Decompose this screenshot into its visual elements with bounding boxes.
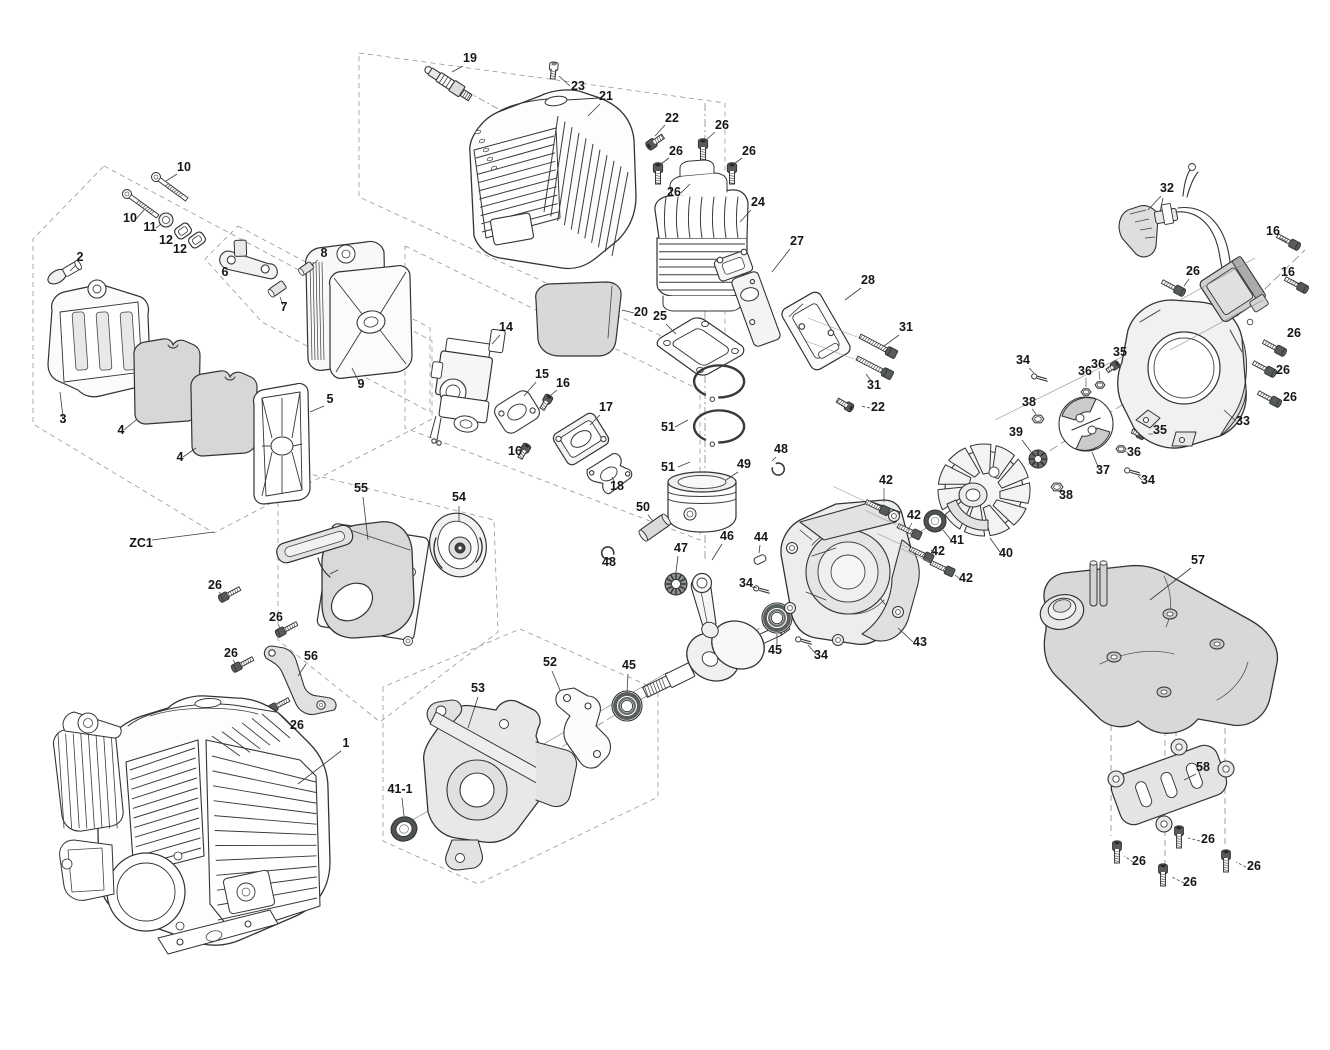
svg-text:3: 3 (60, 412, 67, 426)
svg-text:23: 23 (571, 79, 585, 93)
svg-text:52: 52 (543, 655, 557, 669)
svg-text:42: 42 (879, 473, 893, 487)
svg-text:26: 26 (1186, 264, 1200, 278)
svg-text:14: 14 (499, 320, 513, 334)
svg-text:32: 32 (1160, 181, 1174, 195)
svg-text:41: 41 (950, 533, 964, 547)
svg-text:37: 37 (1096, 463, 1110, 477)
svg-text:12: 12 (159, 233, 173, 247)
svg-text:26: 26 (290, 718, 304, 732)
svg-text:33: 33 (1236, 414, 1250, 428)
svg-text:26: 26 (1276, 363, 1290, 377)
svg-text:22: 22 (871, 400, 885, 414)
svg-text:20: 20 (634, 305, 648, 319)
svg-text:34: 34 (1141, 473, 1155, 487)
svg-text:34: 34 (739, 576, 753, 590)
svg-text:27: 27 (790, 234, 804, 248)
svg-text:38: 38 (1022, 395, 1036, 409)
svg-text:42: 42 (931, 544, 945, 558)
svg-text:47: 47 (674, 541, 688, 555)
svg-text:35: 35 (1153, 423, 1167, 437)
svg-text:9: 9 (358, 377, 365, 391)
svg-text:31: 31 (867, 378, 881, 392)
svg-text:12: 12 (173, 242, 187, 256)
svg-text:6: 6 (222, 265, 229, 279)
svg-text:36: 36 (1078, 364, 1092, 378)
svg-text:16: 16 (556, 376, 570, 390)
svg-text:58: 58 (1196, 760, 1210, 774)
svg-text:22: 22 (665, 111, 679, 125)
svg-text:10: 10 (123, 211, 137, 225)
svg-text:51: 51 (661, 420, 675, 434)
svg-text:21: 21 (599, 89, 613, 103)
svg-text:26: 26 (715, 118, 729, 132)
svg-text:54: 54 (452, 490, 466, 504)
svg-text:56: 56 (304, 649, 318, 663)
svg-text:39: 39 (1009, 425, 1023, 439)
svg-text:26: 26 (1283, 390, 1297, 404)
svg-text:2: 2 (77, 250, 84, 264)
svg-text:17: 17 (599, 400, 613, 414)
svg-text:19: 19 (463, 51, 477, 65)
svg-text:51: 51 (661, 460, 675, 474)
svg-text:26: 26 (1201, 832, 1215, 846)
svg-text:48: 48 (774, 442, 788, 456)
svg-text:26: 26 (669, 144, 683, 158)
svg-text:45: 45 (622, 658, 636, 672)
svg-text:ZC1: ZC1 (129, 536, 153, 550)
svg-text:44: 44 (754, 530, 768, 544)
svg-text:57: 57 (1191, 553, 1205, 567)
svg-text:49: 49 (737, 457, 751, 471)
svg-text:31: 31 (899, 320, 913, 334)
svg-text:26: 26 (269, 610, 283, 624)
svg-text:7: 7 (281, 300, 288, 314)
svg-text:26: 26 (1287, 326, 1301, 340)
svg-text:16: 16 (1281, 265, 1295, 279)
svg-text:40: 40 (999, 546, 1013, 560)
svg-text:50: 50 (636, 500, 650, 514)
svg-text:36: 36 (1127, 445, 1141, 459)
svg-text:26: 26 (742, 144, 756, 158)
svg-text:42: 42 (959, 571, 973, 585)
svg-text:53: 53 (471, 681, 485, 695)
svg-text:34: 34 (1016, 353, 1030, 367)
svg-text:4: 4 (177, 450, 184, 464)
svg-text:18: 18 (610, 479, 624, 493)
svg-text:41-1: 41-1 (387, 782, 412, 796)
svg-text:35: 35 (1113, 345, 1127, 359)
svg-text:26: 26 (208, 578, 222, 592)
svg-text:26: 26 (1132, 854, 1146, 868)
svg-text:16: 16 (1266, 224, 1280, 238)
svg-text:8: 8 (321, 246, 328, 260)
svg-text:36: 36 (1091, 357, 1105, 371)
svg-text:16: 16 (508, 444, 522, 458)
svg-text:38: 38 (1059, 488, 1073, 502)
svg-text:43: 43 (913, 635, 927, 649)
svg-text:42: 42 (907, 508, 921, 522)
svg-text:26: 26 (1183, 875, 1197, 889)
svg-text:48: 48 (602, 555, 616, 569)
svg-text:11: 11 (143, 220, 156, 234)
svg-text:34: 34 (814, 648, 828, 662)
svg-text:46: 46 (720, 529, 734, 543)
svg-text:26: 26 (1247, 859, 1261, 873)
svg-text:5: 5 (327, 392, 334, 406)
svg-text:28: 28 (861, 273, 875, 287)
svg-text:25: 25 (653, 309, 667, 323)
svg-text:10: 10 (177, 160, 191, 174)
svg-text:1: 1 (343, 736, 350, 750)
svg-text:26: 26 (224, 646, 238, 660)
svg-text:15: 15 (535, 367, 549, 381)
svg-text:4: 4 (118, 423, 125, 437)
svg-text:26: 26 (667, 185, 681, 199)
svg-text:45: 45 (768, 643, 782, 657)
svg-text:55: 55 (354, 481, 368, 495)
svg-text:24: 24 (751, 195, 765, 209)
